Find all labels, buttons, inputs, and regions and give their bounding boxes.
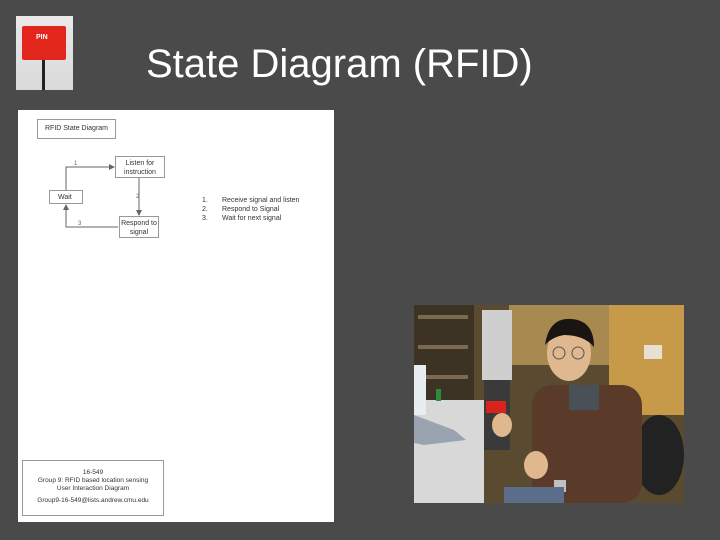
document-info-box: 16-549 Group 9: RFID based location sens… (22, 460, 164, 516)
person-holding-rfid-photo (414, 305, 684, 503)
state-respond-line1: Respond to (120, 219, 158, 228)
rfid-board (22, 26, 66, 60)
diagram-arrows: 1 2 3 (18, 110, 334, 260)
list-item: 1.Receive signal and listen (202, 196, 299, 205)
photo-illustration (414, 305, 684, 503)
rfid-board-photo: PIN (16, 16, 73, 90)
state-diagram-document: RFID State Diagram 1 2 3 Listen for inst… (18, 110, 334, 522)
info-line2: User Interaction Diagram (23, 485, 163, 493)
state-listen-line2: instruction (116, 168, 164, 177)
list-item: 2.Respond to Signal (202, 205, 299, 214)
course-number: 16-549 (23, 469, 163, 477)
state-list: 1.Receive signal and listen 2.Respond to… (202, 196, 299, 223)
info-email: Group9-16-549@lists.andrew.cmu.edu (23, 497, 163, 505)
cable (42, 60, 45, 90)
state-listen: Listen for instruction (115, 156, 165, 178)
edge-label-1: 1 (74, 161, 78, 167)
edge-wait-to-listen (66, 167, 114, 190)
list-item: 3.Wait for next signal (202, 214, 299, 223)
edge-respond-to-wait (66, 205, 118, 227)
state-respond: Respond to signal (119, 216, 159, 238)
board-label: PIN (36, 34, 48, 41)
state-listen-line1: Listen for (116, 159, 164, 168)
state-respond-line2: signal (120, 228, 158, 237)
edge-label-3: 3 (78, 221, 82, 227)
info-line1: Group 9: RFID based location sensing (23, 477, 163, 485)
slide-title: State Diagram (RFID) (146, 42, 533, 87)
state-wait: Wait (49, 190, 83, 204)
